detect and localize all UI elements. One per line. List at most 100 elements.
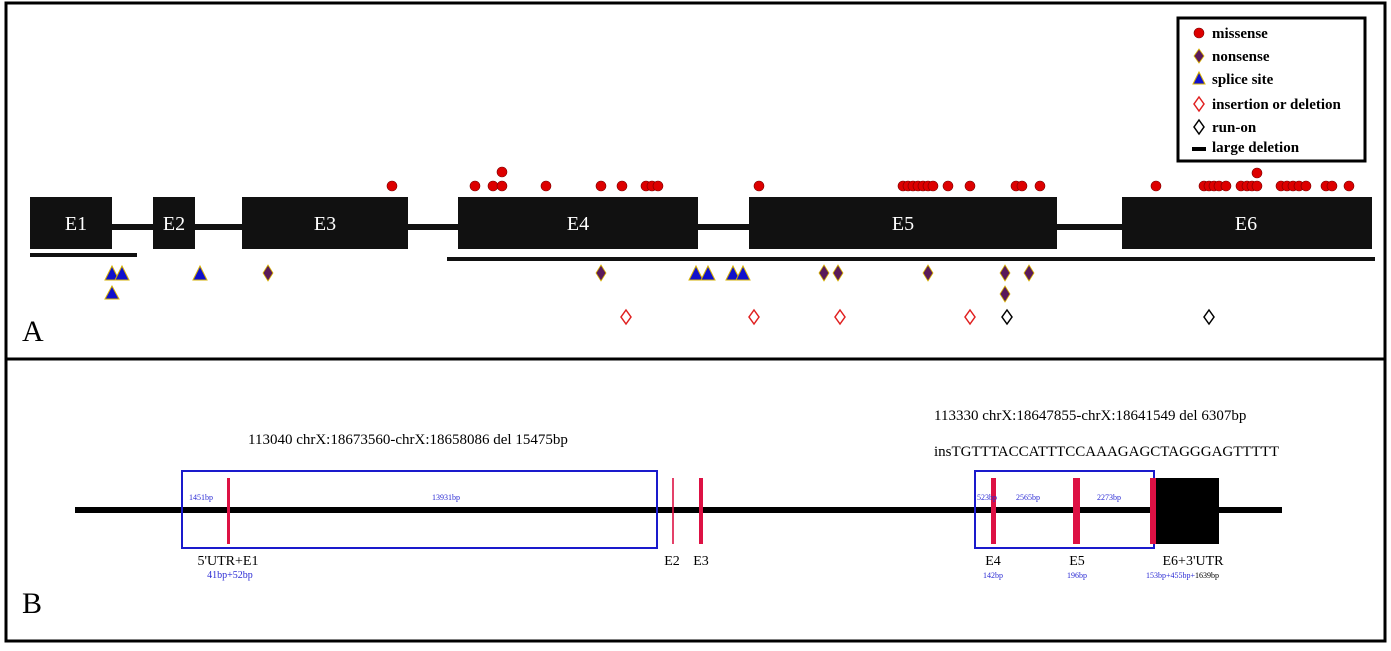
legend-largedel-label: large deletion <box>1212 140 1300 156</box>
legend-box <box>1176 16 1367 163</box>
panel-a: E1 E2 E3 E4 E5 E6 <box>22 16 1375 348</box>
exon-e2 <box>153 197 195 249</box>
splice-site-mutation <box>688 264 704 281</box>
legend-runon-marker <box>1193 118 1205 136</box>
run-on-mutation <box>1203 308 1215 326</box>
indel-mutation <box>748 308 760 326</box>
missense-mutation <box>595 180 607 192</box>
indel-mutation <box>834 308 846 326</box>
splice-site-mutation <box>114 264 130 281</box>
exon-bp-e4: 142bp <box>983 571 1003 580</box>
exon-bp-e6-blue: 153bp+455bp+ <box>1146 571 1196 580</box>
missense-mutation <box>1150 180 1162 192</box>
legend-nonsense-label: nonsense <box>1212 49 1270 65</box>
splice-site-mutation <box>192 264 208 281</box>
panel-a-letter: A <box>22 315 44 348</box>
nonsense-mutation <box>999 285 1011 303</box>
splice-site-mutation <box>104 264 120 281</box>
legend-runon-label: run-on <box>1212 120 1257 136</box>
exon-e3 <box>242 197 408 249</box>
exon-e2-label: E2 <box>163 213 185 235</box>
exon-e4 <box>991 478 996 544</box>
deletion-113040-title: 113040 chrX:18673560-chrX:18658086 del 1… <box>248 432 568 448</box>
missense-mutation <box>1326 180 1338 192</box>
missense-mutation <box>652 180 664 192</box>
legend-missense-label: missense <box>1212 26 1268 42</box>
exon-bp-e5: 196bp <box>1067 571 1087 580</box>
exon-e6-label: E6 <box>1235 213 1257 235</box>
deletion-113330-title: 113330 chrX:18647855-chrX:18641549 del 6… <box>934 408 1246 424</box>
missense-mutation <box>540 180 552 192</box>
legend-indel-marker <box>1193 95 1205 113</box>
exon-e5 <box>749 197 1057 249</box>
missense-mutation <box>496 180 508 192</box>
exon-e4-label: E4 <box>567 213 589 235</box>
legend-indel-label: insertion or deletion <box>1212 97 1342 113</box>
missense-mutation <box>753 180 765 192</box>
exon-e3 <box>699 478 703 544</box>
missense-mutation <box>1034 180 1046 192</box>
legend: missense nonsense splice site insertion … <box>1176 16 1367 163</box>
exon-label-e3: E3 <box>693 554 709 569</box>
exon-e6-3utr <box>1150 478 1219 544</box>
exon-label-e2: E2 <box>664 554 680 569</box>
run-on-mutation <box>1001 308 1013 326</box>
bp-label: 13931bp <box>432 493 460 502</box>
missense-mutation <box>616 180 628 192</box>
splice-site-mutation <box>104 284 120 300</box>
bp-label: 2565bp <box>1016 493 1040 502</box>
exon-e3-label: E3 <box>314 213 336 235</box>
missense-mutation <box>964 180 976 192</box>
exon-e1-label: E1 <box>65 213 87 235</box>
nonsense-mutation <box>1023 264 1035 282</box>
exon-e4 <box>458 197 698 249</box>
bp-label: 523bp <box>977 493 997 502</box>
missense-mutation <box>1220 180 1232 192</box>
exon-bp-e6: 153bp+455bp+1639bp <box>1146 571 1219 580</box>
splice-site-mutation <box>700 264 716 281</box>
deletion-box-113040 <box>181 470 658 549</box>
exon-e5-label: E5 <box>892 213 914 235</box>
exon-label-e6-3utr: E6+3'UTR <box>1163 554 1225 569</box>
missense-mutation <box>496 166 508 178</box>
nonsense-mutation <box>262 264 274 282</box>
indel-mutation <box>620 308 632 326</box>
legend-nonsense-marker <box>1193 48 1205 64</box>
deletion-113330-insertion: insTGTTTACCATTTCCAAAGAGCTAGGGAGTTTTT <box>934 444 1279 460</box>
nonsense-mutation <box>832 264 844 282</box>
legend-splice-label: splice site <box>1212 72 1274 88</box>
figure-frame <box>4 1 1387 643</box>
panel-b: 113040 chrX:18673560-chrX:18658086 del 1… <box>22 408 1282 620</box>
missense-mutation <box>487 180 499 192</box>
bp-label: 2273bp <box>1097 493 1121 502</box>
exon-label-e4: E4 <box>985 554 1001 569</box>
legend-splice-marker <box>1192 70 1206 85</box>
exon-e2 <box>672 478 674 544</box>
nonsense-mutation <box>818 264 830 282</box>
exon-e6 <box>1122 197 1372 249</box>
exon-5utr-e1 <box>227 478 230 544</box>
exon-bp-e6-black: 1639bp <box>1195 571 1219 580</box>
missense-mutation <box>1251 180 1263 192</box>
missense-mutation <box>1300 180 1312 192</box>
exon-e5 <box>1073 478 1080 544</box>
missense-mutation <box>927 180 939 192</box>
panel-b-letter: B <box>22 587 42 620</box>
exon-e1 <box>30 197 112 249</box>
nonsense-mutation <box>595 264 607 282</box>
missense-mutation <box>1251 167 1263 179</box>
nonsense-mutation <box>999 264 1011 282</box>
missense-mutation <box>469 180 481 192</box>
bp-label: 1451bp <box>189 493 213 502</box>
missense-mutation <box>942 180 954 192</box>
missense-mutation <box>1016 180 1028 192</box>
exon-bp-5utr-e1: 41bp+52bp <box>207 570 253 581</box>
exon-e6-coding <box>1150 478 1156 544</box>
exon-label-5utr-e1: 5'UTR+E1 <box>198 554 259 569</box>
missense-mutation <box>1343 180 1355 192</box>
splice-site-mutation <box>735 264 751 281</box>
missense-mutation <box>386 180 398 192</box>
nonsense-mutation <box>922 264 934 282</box>
indel-mutation <box>964 308 976 326</box>
